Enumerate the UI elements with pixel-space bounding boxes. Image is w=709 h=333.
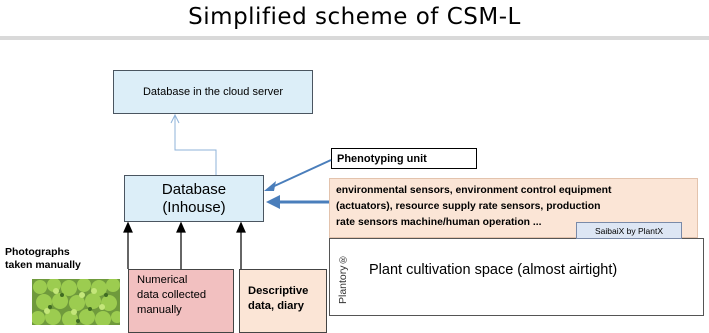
environment-line1: environmental sensors, environment contr… [336,185,612,196]
inhouse-database-line1: Database [161,180,227,198]
numerical-line1: Numerical [137,274,188,286]
phenotyping-to-inhouse-arrow [264,159,332,191]
numerical-data-box: Numerical data collected manually [128,269,234,333]
environment-to-inhouse-arrow [266,195,329,209]
numerical-line3: manually [137,304,182,316]
plant-photo [32,279,120,325]
numerical-line2: data collected [137,289,207,301]
descriptive-line1: Descriptive [248,285,309,297]
photographs-line2: taken manually [5,259,81,271]
cloud-database-box: Database in the cloud server [113,70,313,114]
phenotyping-unit-box: Phenotyping unit [331,148,477,169]
photographs-label: Photographs taken manually [5,246,125,272]
saibaix-tag: SaibaiX by PlantX [576,222,682,239]
title-band [0,0,709,40]
environment-line2: (actuators), resource supply rate sensor… [336,201,601,212]
cloud-database-label: Database in the cloud server [142,86,284,98]
inhouse-database-line2: (Inhouse) [162,198,226,216]
inhouse-database-box: Database (Inhouse) [124,175,264,222]
cultivation-space-label: Plant cultivation space (almost airtight… [369,262,618,278]
cultivation-space-box [329,238,704,316]
data-input-arrows [123,221,246,269]
plantory-brand-label: Plantory® [337,253,349,305]
phenotyping-unit-label: Phenotyping unit [337,152,427,165]
page-title: Simplified scheme of CSM-L [188,4,521,30]
descriptive-data-box: Descriptive data, diary [239,269,327,333]
inhouse-to-cloud-arrow [170,113,217,175]
descriptive-line2: data, diary [248,300,304,312]
environment-line3: rate sensors machine/human operation ... [336,217,542,228]
photographs-line1: Photographs [5,246,70,258]
